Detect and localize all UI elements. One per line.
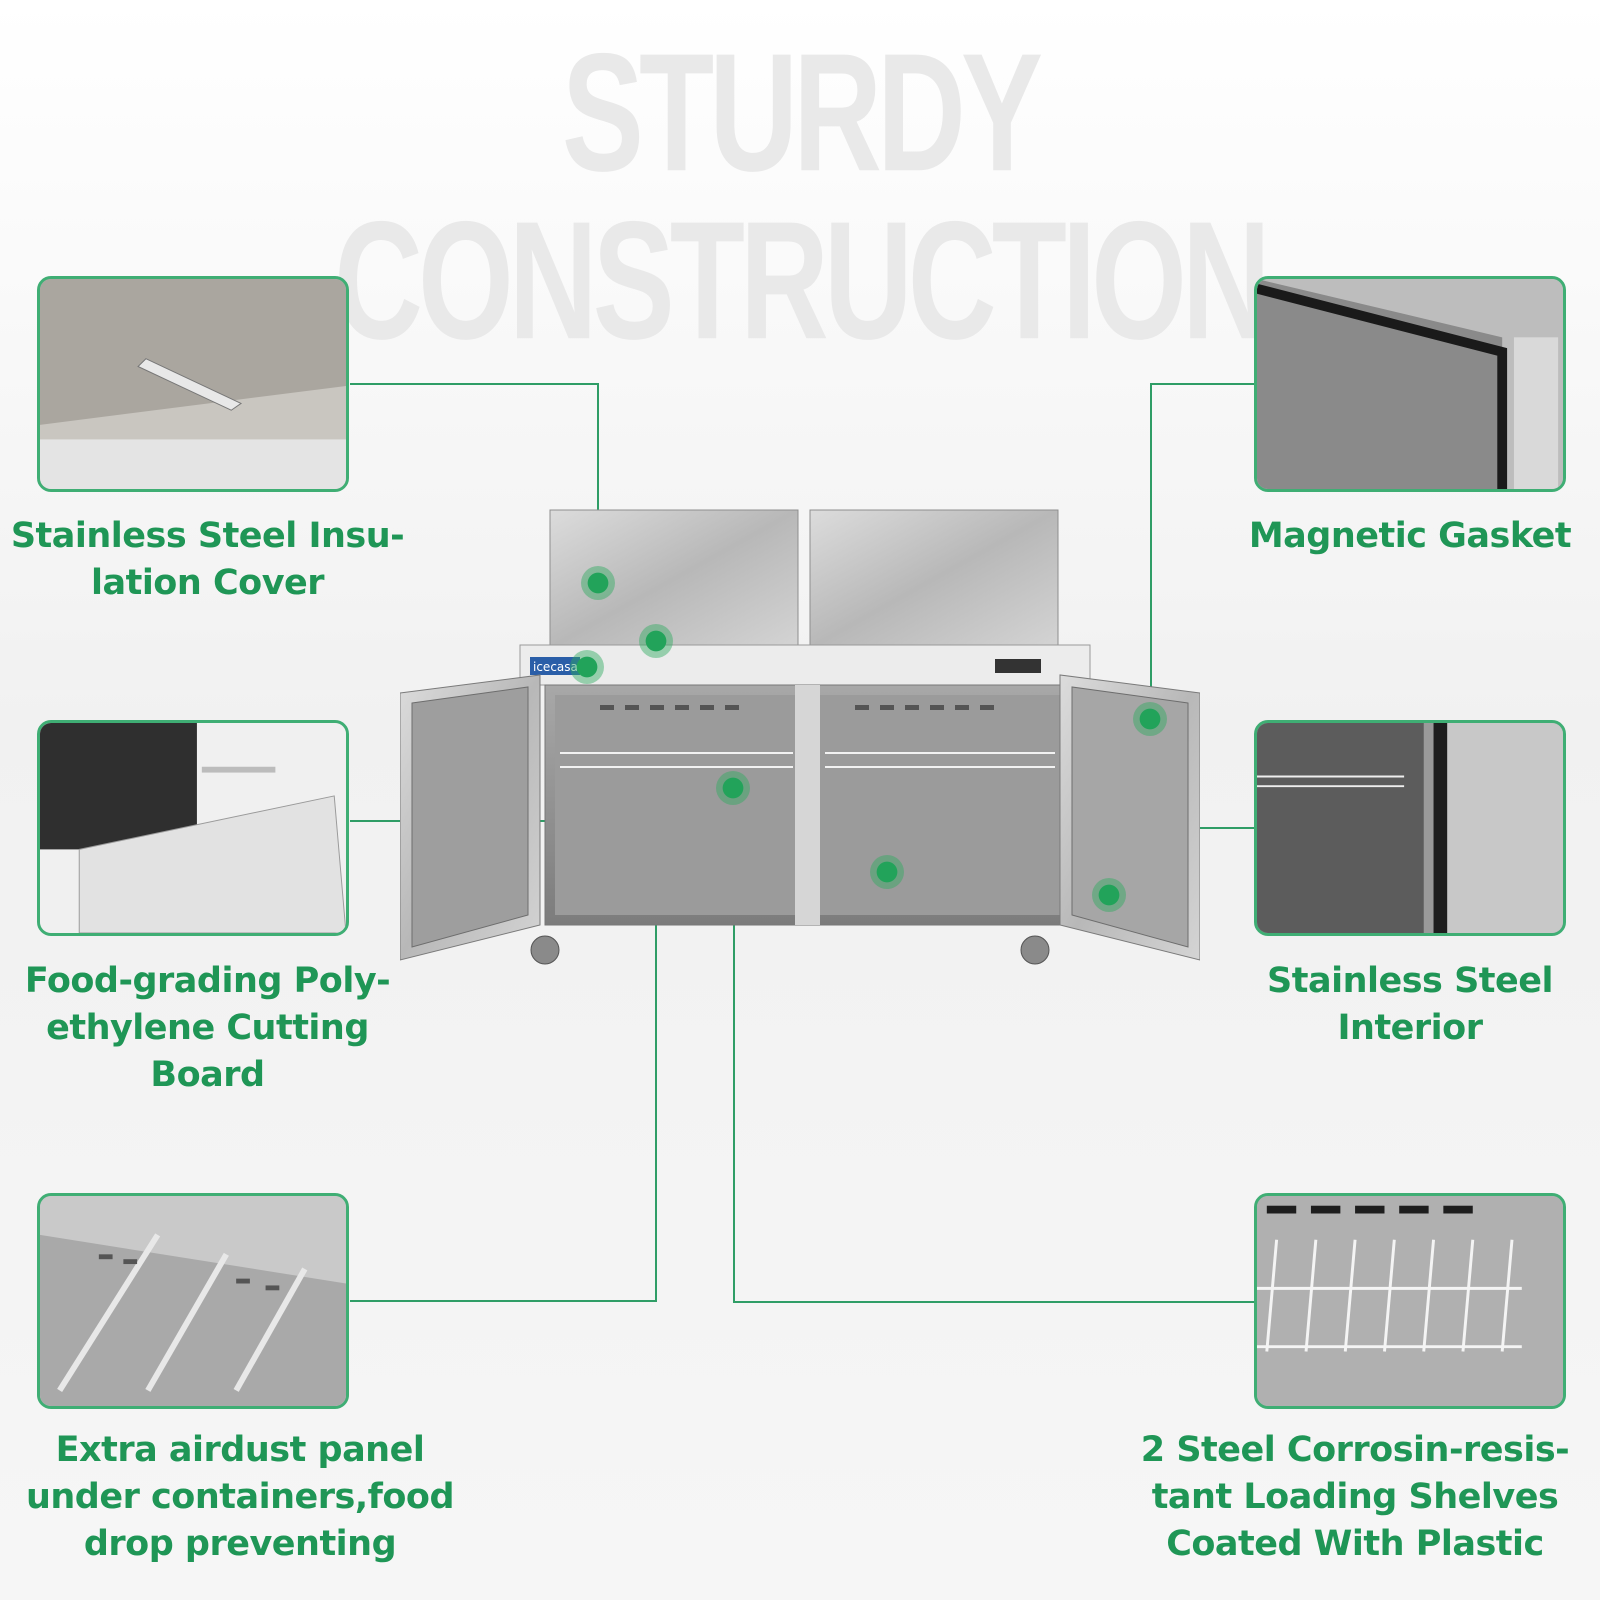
magnetic-gasket-label: Magnetic Gasket bbox=[1248, 516, 1572, 556]
refrigerator-image: icecasa bbox=[399, 505, 1201, 985]
marker-dot bbox=[639, 624, 673, 658]
marker-dot bbox=[581, 566, 615, 600]
marker-dot bbox=[570, 650, 604, 684]
steel-interior-label: Stainless Steel Interior bbox=[1267, 961, 1553, 1048]
loading-shelves-label: 2 Steel Corrosin-resis- tant Loading She… bbox=[1140, 1430, 1570, 1564]
steel-interior-thumbnail bbox=[1254, 720, 1566, 936]
airdust-panel-label: Extra airdust panel under containers,foo… bbox=[25, 1430, 455, 1564]
marker-dot bbox=[870, 855, 904, 889]
magnetic-gasket-thumbnail bbox=[1254, 276, 1566, 492]
cutting-board-thumbnail bbox=[37, 720, 349, 936]
cutting-board-label: Food-grading Poly- ethylene Cutting Boar… bbox=[24, 961, 391, 1095]
page-headline: STURDY CONSTRUCTION bbox=[334, 17, 1271, 375]
insulation-cover-thumbnail bbox=[37, 276, 349, 492]
marker-dot bbox=[716, 771, 750, 805]
marker-dot bbox=[1092, 878, 1126, 912]
airdust-panel-thumbnail bbox=[37, 1193, 349, 1409]
loading-shelves-thumbnail bbox=[1254, 1193, 1566, 1409]
marker-dot bbox=[1133, 702, 1167, 736]
brand-logo: icecasa bbox=[533, 660, 578, 674]
insulation-cover-label: Stainless Steel Insu- lation Cover bbox=[10, 516, 405, 603]
